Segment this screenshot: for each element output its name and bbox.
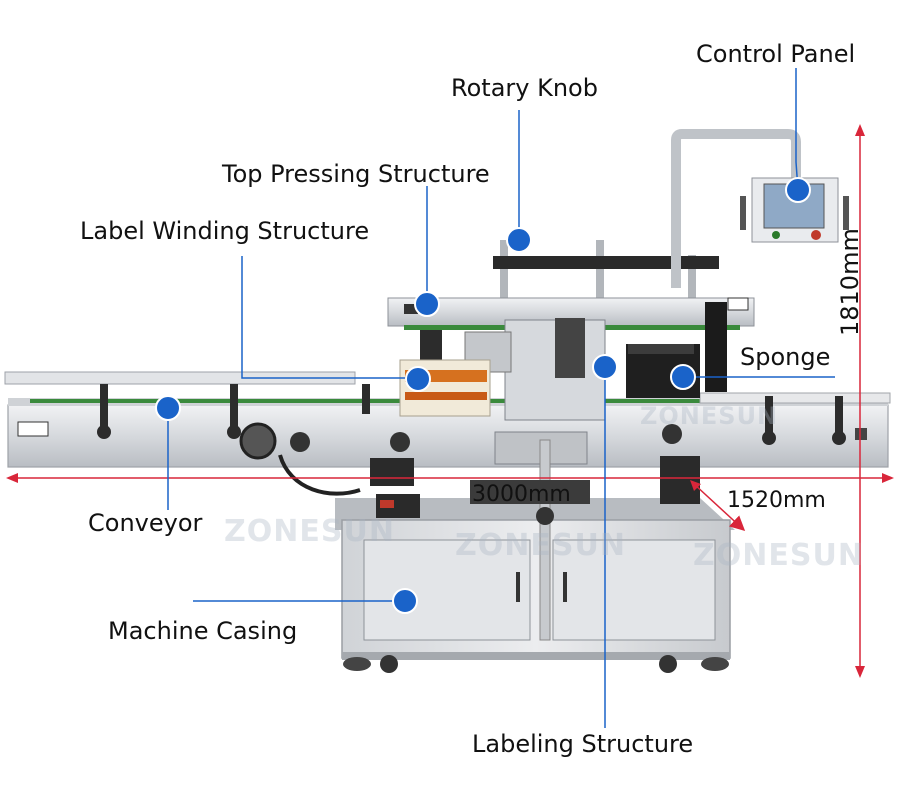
dot-top-pressing — [414, 291, 440, 317]
label-machine-casing: Machine Casing — [108, 617, 298, 645]
casters — [343, 655, 729, 673]
dimension-height: 1810mm — [836, 228, 864, 336]
label-control-panel: Control Panel — [696, 40, 856, 68]
dimension-lines — [6, 124, 894, 678]
machine-casing-shape — [335, 498, 735, 660]
dimension-length: 3000mm — [472, 482, 571, 507]
dot-machine-casing — [392, 588, 418, 614]
watermark-center: ZONESUN — [455, 528, 626, 563]
dot-control-panel — [785, 177, 811, 203]
label-labeling-structure: Labeling Structure — [472, 730, 694, 758]
label-label-winding: Label Winding Structure — [80, 217, 370, 245]
callout-lines — [167, 68, 835, 728]
dot-conveyor — [155, 395, 181, 421]
watermark-conveyor: ZONESUN — [640, 402, 779, 430]
watermark-left: ZONESUN — [224, 514, 395, 549]
watermark-right: ZONESUN — [693, 538, 864, 573]
dot-rotary-knob — [506, 227, 532, 253]
dot-label-winding — [405, 366, 431, 392]
dot-labeling — [592, 354, 618, 380]
label-top-pressing: Top Pressing Structure — [222, 160, 490, 188]
callout-dots — [155, 177, 811, 614]
label-conveyor: Conveyor — [88, 509, 203, 537]
labeling-head-shape — [370, 318, 700, 518]
dot-sponge — [670, 364, 696, 390]
dimension-width: 1520mm — [727, 488, 826, 513]
adjust-column-shape — [470, 439, 590, 641]
label-rotary-knob: Rotary Knob — [451, 74, 598, 102]
label-sponge: Sponge — [740, 343, 831, 371]
